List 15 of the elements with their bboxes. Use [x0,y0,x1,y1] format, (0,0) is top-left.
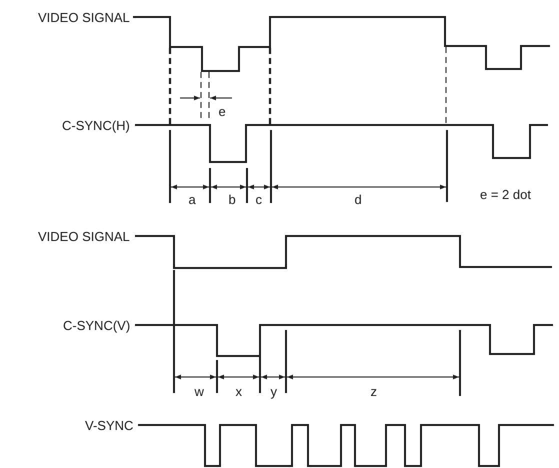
signal-label: VIDEO SIGNAL [38,229,130,244]
dimension-label: y [270,384,277,399]
dimension-label: w [194,384,204,399]
dimension-label: e [218,104,226,119]
dimension-label: b [228,192,236,207]
signal-label: C-SYNC(H) [62,118,130,133]
signal-label: V-SYNC [85,418,134,433]
dimension-label: d [354,192,362,207]
dimension-label: z [370,384,377,399]
dimension-label: a [188,192,196,207]
signal-label: C-SYNC(V) [63,318,130,333]
dimension-label: c [256,192,262,207]
note: e = 2 dot [480,187,531,202]
dimension-label: x [236,384,242,399]
signal-label: VIDEO SIGNAL [38,10,130,25]
